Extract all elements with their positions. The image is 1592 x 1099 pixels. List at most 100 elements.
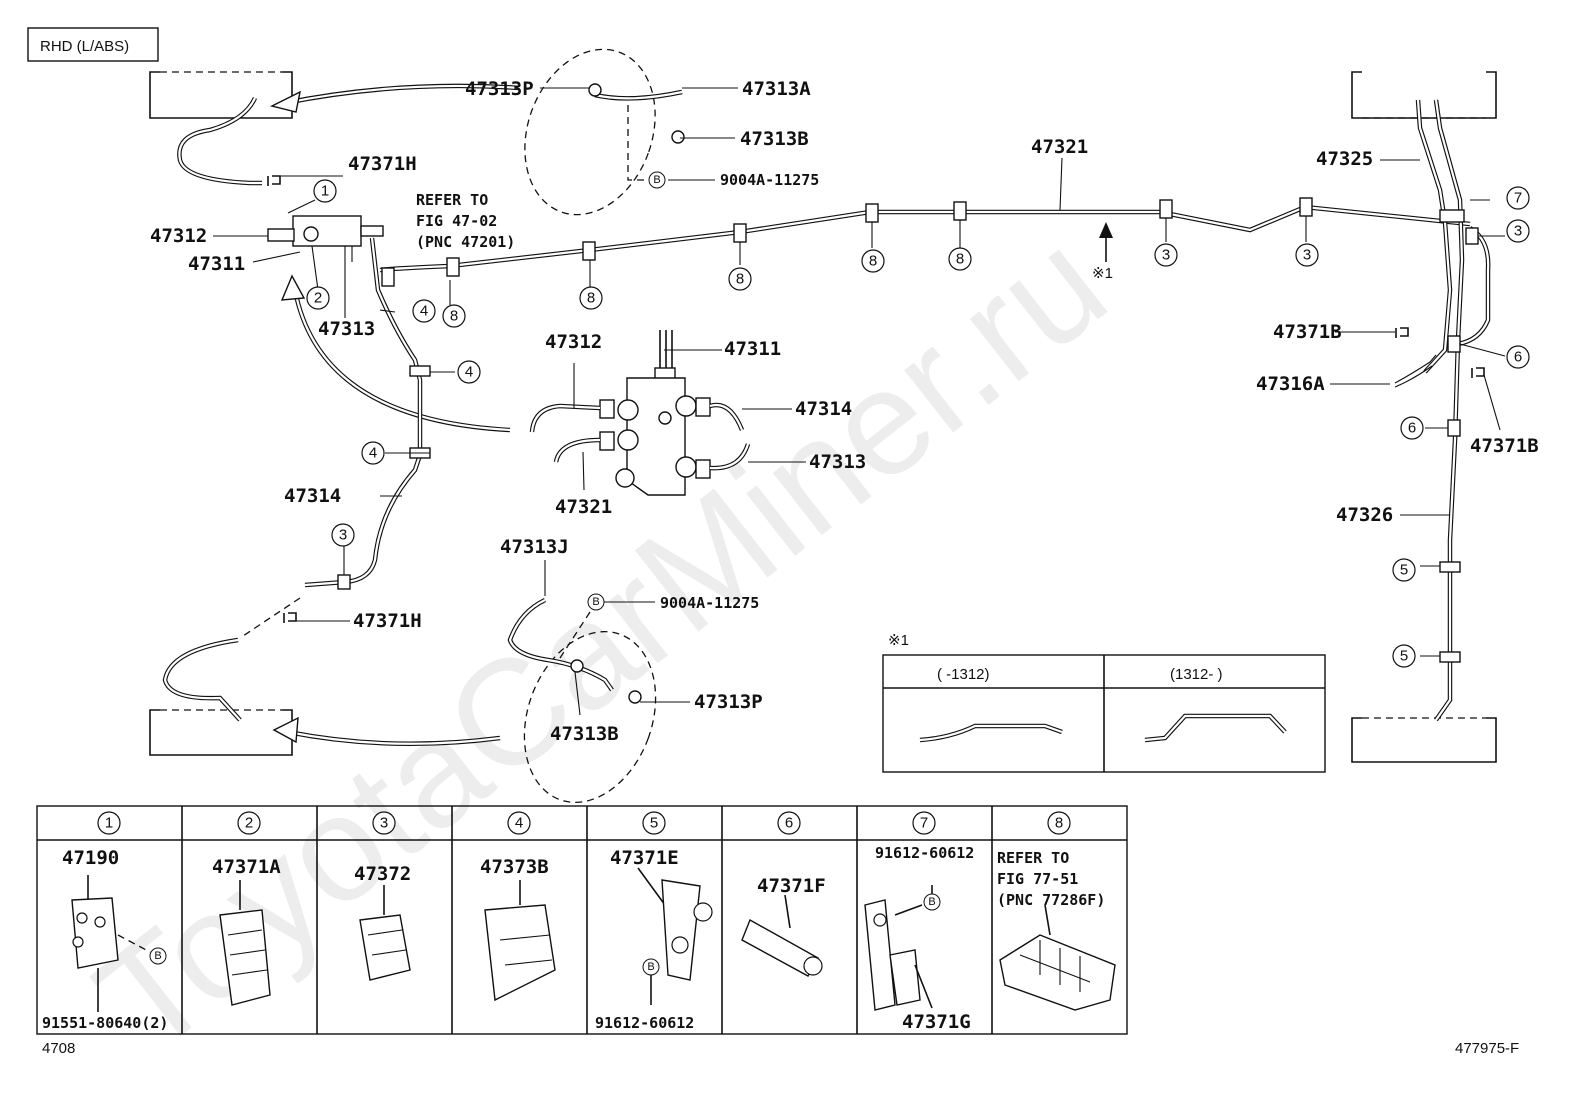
b-callout-table-5: B <box>647 961 654 973</box>
label-refer-2: FIG 47-02 <box>416 212 497 230</box>
label-47314-detail: 47314 <box>795 398 852 420</box>
label-47314-left: 47314 <box>284 485 341 507</box>
clip-markers <box>337 197 1479 663</box>
label-47313B-top: 47313B <box>740 128 809 150</box>
svg-text:3: 3 <box>1303 247 1311 264</box>
table-47371E: 47371E <box>610 847 679 869</box>
detail-ellipse-top <box>524 48 656 216</box>
label-47325: 47325 <box>1316 148 1373 170</box>
label-47321-detail: 47321 <box>555 496 612 518</box>
footer-right-code: 477975-F <box>1455 1040 1519 1057</box>
label-47313A: 47313A <box>742 78 811 100</box>
svg-text:8: 8 <box>450 308 458 325</box>
label-47311-left: 47311 <box>188 253 245 275</box>
label-47312-detail: 47312 <box>545 331 602 353</box>
svg-text:4: 4 <box>420 303 428 320</box>
svg-text:8: 8 <box>736 271 744 288</box>
label-47313J: 47313J <box>500 536 569 558</box>
callout-circles: 1 2 4 8 8 8 8 8 3 3 4 4 3 7 3 6 6 5 5 <box>306 171 1530 668</box>
table-refer-1: REFER TO <box>997 849 1069 867</box>
parts-table <box>36 805 1128 1035</box>
wheel-box-front-right <box>1351 71 1497 119</box>
inset-col-right: (1312- ) <box>1170 666 1223 683</box>
label-47313P-top: 47313P <box>465 78 534 100</box>
label-47313P-bottom: 47313P <box>694 691 763 713</box>
wheel-box-rear-left <box>149 709 293 756</box>
variant-tag-box <box>27 27 159 62</box>
table-col-3-num: 3 <box>380 815 388 832</box>
label-47312-left: 47312 <box>150 225 207 247</box>
svg-text:6: 6 <box>1514 349 1522 366</box>
table-part-drawings <box>71 867 1116 1012</box>
svg-text:7: 7 <box>1514 190 1522 207</box>
inset-variants <box>882 654 1326 773</box>
front-left-hose <box>177 96 262 186</box>
table-col-2-num: 2 <box>245 815 253 832</box>
leader-lines <box>213 87 1506 716</box>
label-47311-detail: 47311 <box>724 338 781 360</box>
valve-detail <box>529 330 751 496</box>
table-header-circles <box>97 811 1071 835</box>
table-47371F: 47371F <box>757 875 826 897</box>
svg-text:3: 3 <box>339 527 347 544</box>
wheel-box-front-left <box>149 71 293 119</box>
svg-text:3: 3 <box>1162 247 1170 264</box>
label-refer-3: (PNC 47201) <box>416 233 515 251</box>
clip-47371B-b <box>1471 367 1485 378</box>
table-91612-60612-col7: 91612-60612 <box>875 844 974 862</box>
svg-text:4: 4 <box>369 445 377 462</box>
label-9004A-top: 9004A-11275 <box>720 171 819 189</box>
label-47313-left: 47313 <box>318 318 375 340</box>
clip-47371H-bottom <box>283 612 297 623</box>
wheel-box-rear-right <box>1351 717 1497 763</box>
detail-ellipse-bottom <box>523 630 657 804</box>
footer-left-code: 4708 <box>42 1040 75 1057</box>
svg-text:5: 5 <box>1400 648 1408 665</box>
label-47326: 47326 <box>1336 504 1393 526</box>
label-refer-1: REFER TO <box>416 191 488 209</box>
label-47313B-bottom: 47313B <box>550 723 619 745</box>
label-47371B-a: 47371B <box>1273 321 1342 343</box>
svg-text:5: 5 <box>1400 562 1408 579</box>
label-47371H-bottom: 47371H <box>353 610 422 632</box>
svg-text:8: 8 <box>956 251 964 268</box>
table-col-8-num: 8 <box>1055 815 1063 832</box>
clip-47371H-top <box>267 175 281 186</box>
table-47371A: 47371A <box>212 856 281 878</box>
label-47313-detail: 47313 <box>809 451 866 473</box>
label-47316A: 47316A <box>1256 373 1325 395</box>
table-47373B: 47373B <box>480 856 549 878</box>
svg-text:4: 4 <box>465 364 473 381</box>
svg-text:6: 6 <box>1408 420 1416 437</box>
variant-tag: RHD (L/ABS) <box>40 38 129 55</box>
table-col-5-num: 5 <box>650 815 658 832</box>
svg-text:2: 2 <box>314 290 322 307</box>
label-9004A-bottom: 9004A-11275 <box>660 594 759 612</box>
table-91551-80640: 91551-80640(2) <box>42 1014 168 1032</box>
b-callout-table-7: B <box>928 896 935 908</box>
table-col-7-num: 7 <box>920 815 928 832</box>
label-47371B-b: 47371B <box>1470 435 1539 457</box>
table-col-6-num: 6 <box>785 815 793 832</box>
table-47372: 47372 <box>354 863 411 885</box>
svg-text:8: 8 <box>869 253 877 270</box>
table-47190: 47190 <box>62 847 119 869</box>
b-callout-bottom: B <box>592 596 599 608</box>
svg-text:3: 3 <box>1514 223 1522 240</box>
label-inset-note: ※1 <box>888 632 909 649</box>
table-col-4-num: 4 <box>515 815 523 832</box>
label-47371H-top: 47371H <box>348 153 417 175</box>
svg-text:1: 1 <box>321 183 329 200</box>
inset-col-left: ( -1312) <box>937 666 990 683</box>
table-refer-2: FIG 77-51 <box>997 870 1078 888</box>
b-callout-top: B <box>653 174 660 186</box>
table-refer-3: (PNC 77286F) <box>997 891 1105 909</box>
svg-text:8: 8 <box>587 290 595 307</box>
b-callout-table-1: B <box>154 950 161 962</box>
proportioning-valve-small <box>267 215 384 262</box>
label-47321-top: 47321 <box>1031 136 1088 158</box>
table-47371G: 47371G <box>902 1011 971 1033</box>
clip-47371B-a <box>1395 327 1409 338</box>
table-91612-60612-col5: 91612-60612 <box>595 1014 694 1032</box>
